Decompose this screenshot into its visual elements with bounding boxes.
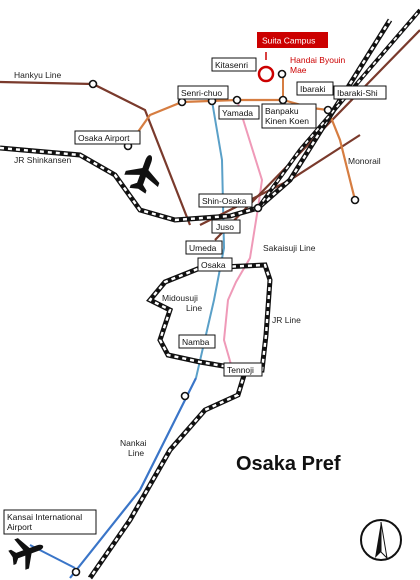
station-namba[interactable]: Namba <box>182 337 210 347</box>
line-label-nankai-2: Line <box>128 448 144 458</box>
station-osaka[interactable]: Osaka <box>201 260 226 270</box>
line-label-midousuji-2: Line <box>186 303 202 313</box>
station-yamada[interactable]: Yamada <box>222 108 253 118</box>
station-juso[interactable]: Juso <box>216 222 234 232</box>
line-label-jr: JR Line <box>272 315 301 325</box>
campus-station-line2: Mae <box>290 65 307 75</box>
station-kansai-line1[interactable]: Kansai International <box>7 512 82 522</box>
station-ibaraki[interactable]: Ibaraki <box>300 84 326 94</box>
map-title: Osaka Pref <box>236 453 341 475</box>
station-ibaraki-shi[interactable]: Ibaraki-Shi <box>337 88 378 98</box>
campus-marker-icon[interactable] <box>257 65 275 83</box>
line-label-shinkansen: JR Shinkansen <box>14 155 71 165</box>
campus-label[interactable]: Suita Campus <box>262 36 315 46</box>
station-shin-osaka[interactable]: Shin-Osaka <box>202 196 247 206</box>
station-kitasenri[interactable]: Kitasenri <box>215 60 248 70</box>
line-label-sakaisuji: Sakaisuji Line <box>263 243 316 253</box>
nankai-line <box>69 377 197 579</box>
hankyu-line-west <box>0 80 192 226</box>
north-arrow-icon <box>360 519 402 561</box>
midosuji-line <box>195 100 226 379</box>
line-label-monorail: Monorail <box>348 156 381 166</box>
station-dots <box>71 69 360 577</box>
station-tennoji[interactable]: Tennoji <box>227 365 254 375</box>
station-osaka-airport[interactable]: Osaka Airport <box>78 133 130 143</box>
line-label-nankai-1: Nankai <box>120 438 147 448</box>
line-label-hankyu: Hankyu Line <box>14 70 62 80</box>
jr-lines <box>0 8 420 580</box>
station-senri-chuo[interactable]: Senri-chuo <box>181 88 222 98</box>
station-banpaku-line1[interactable]: Banpaku <box>265 106 299 116</box>
station-labels: Kitasenri Senri-chuo Yamada Ibaraki Ibar… <box>3 57 387 535</box>
station-umeda[interactable]: Umeda <box>189 243 217 253</box>
line-label-midousuji-1: Midousuji <box>162 293 198 303</box>
sakaisuji-line <box>222 99 264 369</box>
campus-label-box <box>257 32 328 48</box>
station-banpaku-line2[interactable]: Kinen Koen <box>265 116 309 126</box>
station-kansai-line2[interactable]: Airport <box>7 522 33 532</box>
campus-station-line1: Handai Byouin <box>290 55 346 65</box>
